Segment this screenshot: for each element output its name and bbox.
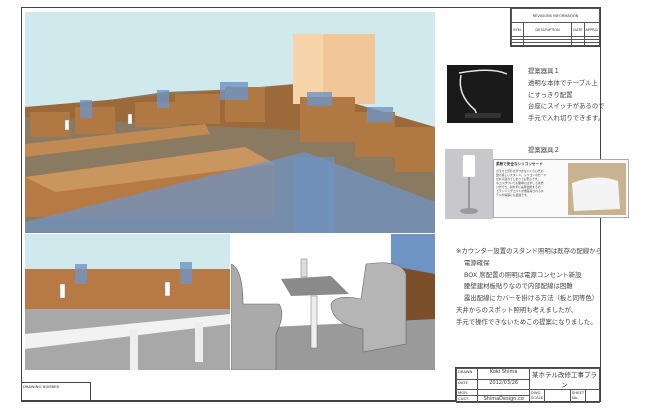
notes: ※カウンター設置のスタンド照明は既存の配線から 電源確保 BOX 席配置の照明は…: [456, 246, 602, 329]
proposal-1-text: 提案器具１ 透明な本体でテーブル上 にすっきり配置 台座にスイッチがあるので 手…: [528, 66, 605, 125]
silicone-shade-ad: 柔軟で安全なシリコンセード ガラスと見分けがつかないくらい光の 透け感しいスタン…: [493, 159, 629, 218]
proposal-1-line: にすっきり配置: [528, 90, 573, 99]
ad-title: 柔軟で安全なシリコンセード: [496, 162, 543, 166]
note-line: 天井からのスポット照明も考えましたが、: [456, 305, 578, 314]
ad-line: ホコリがついても簡単にはずして水洗: [496, 181, 544, 185]
drawn-value: Koki Shima: [477, 368, 530, 380]
date-value: 2012/03/26: [477, 378, 530, 390]
note-line: BOX 席配置の照明は電源コンセント新設: [464, 270, 582, 279]
ad-line: だから割れてしまっても安心です。: [496, 177, 540, 181]
proposal-1-title: 提案器具１: [528, 67, 560, 75]
dwg-scale-label: DWG SCALE: [528, 389, 546, 403]
ad-line: 透け感しいスタンド。シリコンのセード: [496, 173, 547, 177]
note-line: 露出配線にカバーを掛ける方法（板と同等色）: [464, 294, 599, 303]
drawing-number-box: DRAWING NUMBER: [21, 382, 91, 402]
ad-line: テルや病院にも最適です。: [496, 193, 530, 197]
counter-render: [25, 234, 230, 370]
rev-header-appro: APPRO.: [584, 22, 600, 38]
rev-header-date: DATE: [570, 22, 586, 38]
cust-label: CUST.: [455, 395, 479, 403]
proposal-1-line: 台座にスイッチがあるので: [528, 102, 605, 111]
booth-render: [231, 234, 435, 370]
shade-photo: [568, 163, 626, 215]
proposal-1-line: 手元で入れ切りできます。: [528, 114, 605, 123]
project-title: 某ホテル改修工事プラン: [528, 368, 601, 390]
revisions-title: REVISIONS INFORMATION: [511, 7, 600, 24]
note-line: 電源確保: [464, 258, 490, 267]
drawing-number-label: DRAWING NUMBER: [23, 384, 60, 389]
cust-value: ShimaDesign.co: [477, 395, 530, 403]
ad-line: いができ、割れずに長年使用するの: [496, 185, 541, 189]
note-line: 手元で操作できないためこの提案になりました。: [456, 317, 597, 326]
lamp-1-photo: [447, 65, 513, 123]
proposal-2-title: 提案器具２: [528, 146, 560, 154]
rev-header-desc: DESCRIPTION: [523, 22, 572, 38]
date-label: DATE: [455, 378, 479, 390]
proposal-1-line: 透明な本体でテーブル上: [528, 78, 598, 87]
rev-header-sym: SYM.: [510, 22, 525, 38]
main-3d-render: [25, 12, 435, 233]
sheet-label: SHEET No.: [569, 389, 587, 403]
note-line: ※カウンター設置のスタンド照明は既存の配線から: [456, 247, 602, 255]
lamp-2-photo: [445, 149, 493, 219]
drawn-label: DRAWN: [455, 368, 479, 380]
ad-line: でランニングコストが豊富得されるホ: [496, 189, 544, 193]
note-line: 腰壁建材板貼りなので内部配線は困難: [464, 282, 573, 291]
ad-line: ガラスと見分けがつかないくらい光の: [496, 169, 544, 173]
